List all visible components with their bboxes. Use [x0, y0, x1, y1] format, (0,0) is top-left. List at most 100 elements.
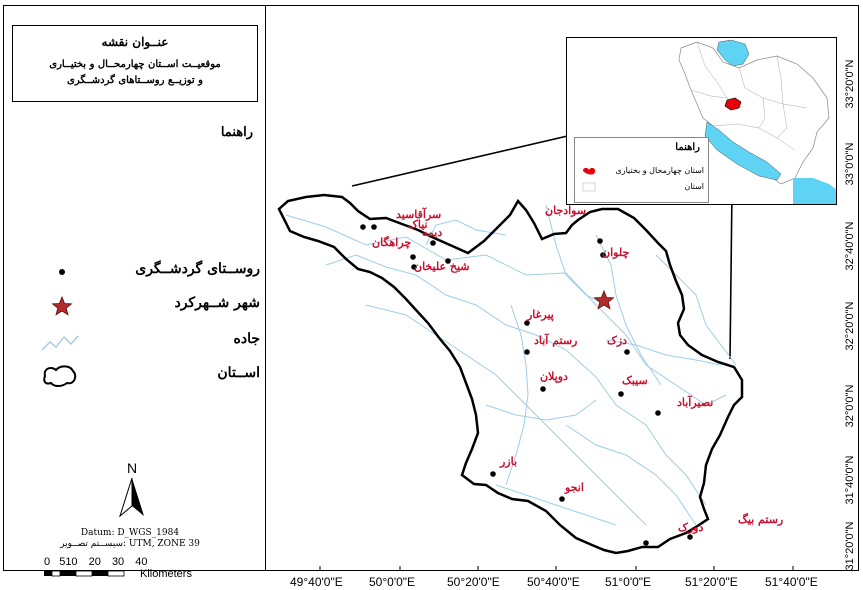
village-dot[interactable] — [445, 258, 451, 264]
village-dot[interactable] — [643, 540, 649, 546]
scale-tick: 0 — [44, 556, 51, 568]
village-label: نیاک — [408, 218, 428, 231]
village-dot[interactable] — [410, 254, 416, 260]
village-dot-icon — [59, 269, 65, 275]
legend-item-road: جاده — [40, 328, 260, 356]
legend-label-province: اســتان — [217, 365, 260, 381]
village-label: دیمه — [422, 226, 443, 239]
province-boundary — [277, 193, 744, 555]
village-label: سیبک — [622, 374, 648, 387]
legend-label-city: شهر شــهرکرد — [174, 295, 260, 311]
legend-label-village: روســتای گردشــگری — [135, 261, 260, 277]
north-arrow: N — [117, 460, 147, 520]
city-star-icon — [51, 295, 73, 316]
village-dot[interactable] — [430, 240, 436, 246]
village-label: دورک — [678, 521, 704, 534]
legend-label-road: جاده — [233, 331, 261, 347]
latitude-label: 31°20'0"N — [844, 521, 856, 571]
map-title-line1: موقعیــت اســتان چهارمحــال و بختیــاری — [49, 59, 221, 70]
village-label: چلوان — [602, 246, 630, 259]
village-label: بازر — [500, 455, 518, 468]
longitude-label: 51°0'0"E — [605, 575, 652, 589]
village-label: چراهگان — [372, 236, 412, 249]
longitude-label: 51°40'0"E — [765, 575, 818, 589]
map-frame — [3, 5, 859, 571]
map-title-line2: و توزیــع روســتاهای گردشــگری — [67, 75, 203, 86]
legend-item-city: شهر شــهرکرد — [40, 292, 260, 320]
inset-legend: راهنما استان چهارمحال و بختیاری استان — [574, 137, 709, 203]
scale-tick: 10 — [65, 556, 78, 568]
longitude-label: 50°20'0"E — [447, 575, 500, 589]
north-arrow-icon — [119, 477, 144, 518]
village-dot[interactable] — [687, 534, 693, 540]
village-label: پیرغار — [527, 308, 554, 321]
village-label: رستم بیگ — [738, 513, 784, 526]
inset-legend-label-province: استان — [684, 182, 704, 191]
village-label: انجو — [565, 481, 584, 494]
longitude-label: 49°40'0"E — [290, 575, 343, 589]
province-borders — [690, 41, 808, 161]
village-dot[interactable] — [411, 264, 417, 270]
inset-legend-label-province-highlight: استان چهارمحال و بختیاری — [615, 166, 704, 175]
village-dot[interactable] — [559, 496, 565, 502]
road-line-icon — [41, 335, 79, 351]
scale-tick-labels: 0 510 20 30 40 — [44, 556, 148, 568]
datum-line1: Datum: D_WGS_1984 — [80, 528, 180, 538]
gulf-of-oman — [793, 178, 836, 204]
village-dot[interactable] — [600, 252, 606, 258]
graticule-ticks — [319, 566, 794, 571]
chaharmahal-province-highlight — [724, 97, 742, 111]
village-dot[interactable] — [360, 224, 366, 230]
village-dot[interactable] — [371, 224, 377, 230]
map-title-box: عنــوان نقشه موقعیــت اســتان چهارمحــال… — [12, 25, 258, 102]
village-dot[interactable] — [524, 320, 530, 326]
road-network — [285, 204, 737, 526]
village-dot[interactable] — [618, 391, 624, 397]
village-label: سوادجان — [545, 204, 587, 217]
scale-bar — [44, 570, 125, 577]
datum-line2: سیســتم تصــویر: UTM, ZONE 39 — [60, 539, 200, 549]
village-dot[interactable] — [490, 471, 496, 477]
scale-tick: 30 — [111, 556, 125, 568]
legend-heading: راهنما — [220, 125, 253, 140]
village-dot[interactable] — [597, 238, 603, 244]
scale-tick: 40 — [135, 556, 148, 568]
iran-outline — [678, 41, 830, 185]
village-dot[interactable] — [540, 386, 546, 392]
caspian-sea — [716, 39, 750, 67]
datum-info: Datum: D_WGS_1984 سیســتم تصــویر: UTM, … — [40, 528, 220, 550]
village-dot[interactable] — [624, 349, 630, 355]
latitude-label: 31°40'0"N — [844, 455, 856, 505]
village-label: دزک — [607, 334, 628, 347]
latitude-label: 32°40'0"N — [844, 221, 856, 271]
longitude-label: 50°0'0"E — [369, 575, 416, 589]
longitude-label: 51°20'0"E — [685, 575, 738, 589]
inset-red-province-icon — [583, 167, 596, 175]
village-dot[interactable] — [655, 410, 661, 416]
shahrekord-star-icon[interactable] — [593, 289, 615, 310]
village-points — [360, 224, 693, 546]
scale-tick: 5 — [59, 556, 66, 568]
village-dot[interactable] — [524, 349, 530, 355]
inset-legend-heading: راهنما — [675, 142, 700, 153]
province-boundary-icon — [43, 365, 77, 387]
scale-unit: Kilometers — [140, 568, 192, 580]
village-label: رستم آباد — [534, 334, 578, 347]
village-label: دوپلان — [540, 370, 568, 383]
latitude-label: 33°20'0"N — [844, 59, 856, 109]
scale-tick: 20 — [88, 556, 101, 568]
latitude-label: 33°0'0"N — [844, 142, 856, 186]
legend-item-village: روســتای گردشــگری — [40, 258, 260, 286]
persian-gulf — [704, 121, 782, 181]
village-label: سرآقاسید — [396, 208, 442, 221]
latitude-label: 32°0'0"N — [844, 384, 856, 428]
map-title-text: موقعیــت اســتان چهارمحــال و بختیــاری … — [13, 57, 257, 89]
legend-item-province: اســتان — [40, 362, 260, 390]
north-letter: N — [126, 460, 138, 476]
inset-map-svg — [678, 39, 836, 204]
longitude-label: 50°40'0"E — [527, 575, 580, 589]
latitude-label: 32°20'0"N — [844, 301, 856, 351]
inset-white-province-icon — [582, 182, 596, 192]
village-label: نصیرآباد — [677, 396, 714, 409]
map-title-heading: عنــوان نقشه — [101, 35, 169, 49]
